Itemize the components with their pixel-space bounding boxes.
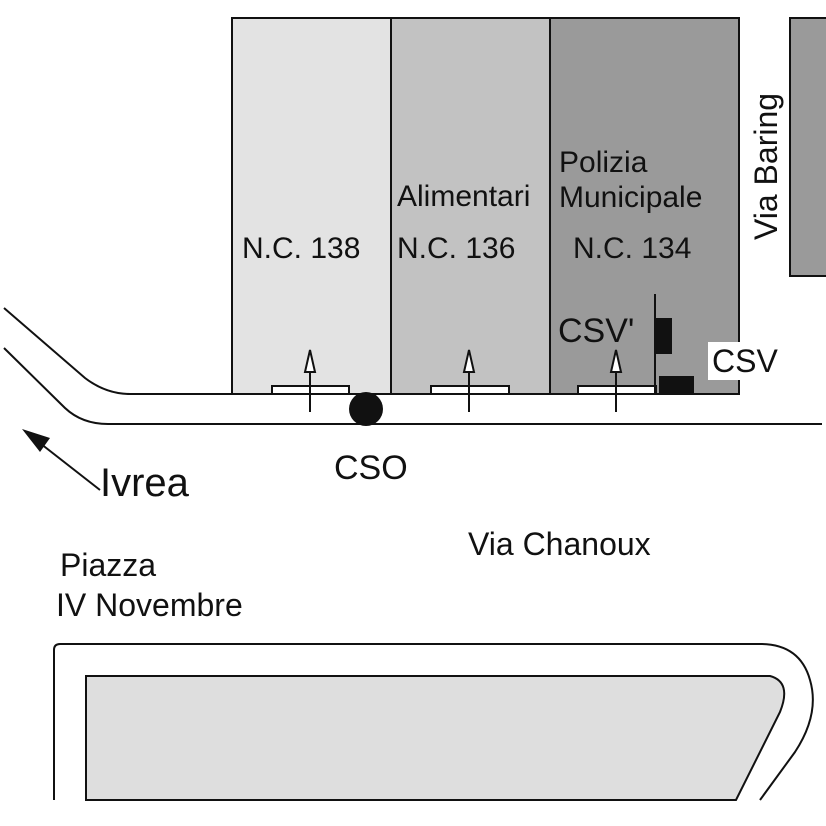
building-label-136: N.C. 136 bbox=[397, 232, 515, 265]
csv-label-bg bbox=[708, 342, 786, 380]
building-name-polizia: Polizia bbox=[559, 146, 648, 179]
via-baring-block bbox=[789, 17, 826, 277]
via-baring-label: Via Baring bbox=[748, 93, 784, 240]
csv-prime-label: CSV' bbox=[558, 312, 634, 350]
building-name-alimentari: Alimentari bbox=[397, 180, 530, 213]
building-nc-138 bbox=[231, 17, 392, 395]
piazza-label-line1: Piazza bbox=[60, 547, 156, 583]
building-label-138: N.C. 138 bbox=[242, 232, 360, 265]
entrance-arrow-icon bbox=[462, 349, 476, 412]
cso-label: CSO bbox=[334, 449, 408, 487]
road-edge-lower bbox=[3, 347, 822, 425]
road-edge-upper bbox=[3, 307, 232, 395]
csv-marker-icon bbox=[659, 376, 694, 394]
building-nc-134 bbox=[549, 17, 740, 395]
entrance-arrow-icon bbox=[303, 349, 317, 412]
via-chanoux-label: Via Chanoux bbox=[468, 526, 651, 562]
direction-arrow-icon bbox=[22, 429, 101, 491]
building-label-134: N.C. 134 bbox=[573, 232, 691, 265]
cso-dot-icon bbox=[349, 392, 383, 426]
building-name-municipale: Municipale bbox=[559, 181, 702, 214]
csv-label: CSV bbox=[712, 343, 778, 379]
entrance-arrow-icon bbox=[609, 349, 623, 412]
piazza-label-line2: IV Novembre bbox=[56, 587, 243, 623]
south-block-inner bbox=[85, 675, 786, 801]
csv-prime-marker-icon bbox=[655, 318, 672, 354]
ivrea-label: Ivrea bbox=[100, 461, 190, 505]
building-nc-136 bbox=[390, 17, 551, 395]
